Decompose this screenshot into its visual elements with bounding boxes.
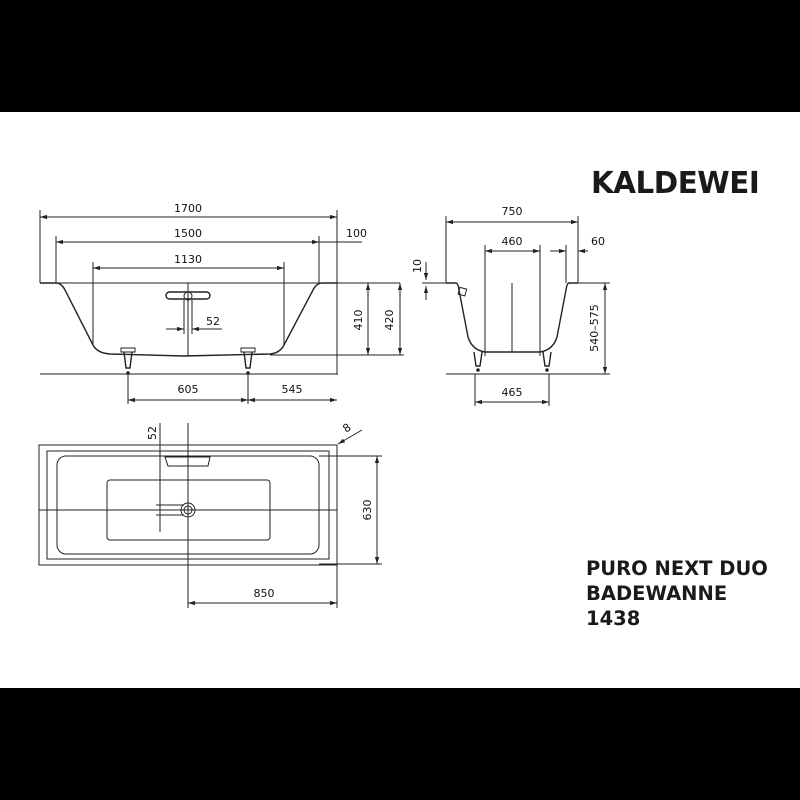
end-view: 750 460 60 10 540–575 465 [411, 205, 610, 406]
dim-inner-depth: 410 [352, 310, 365, 331]
dim-drain-offset: 52 [206, 315, 220, 328]
dim-end-rim-width: 60 [591, 235, 605, 248]
product-type: BADEWANNE [586, 582, 728, 605]
dim-rim-width: 100 [346, 227, 367, 240]
foot-right [240, 347, 256, 375]
brand-logo: KALDEWEI [591, 166, 760, 201]
dim-inner-width: 630 [361, 500, 374, 521]
dim-half-length: 850 [254, 587, 275, 600]
product-name: PURO NEXT DUO [586, 557, 768, 580]
dim-bottom-length: 1130 [174, 253, 202, 266]
dim-rim-thickness: 10 [411, 259, 424, 273]
dim-bottom-width: 460 [502, 235, 523, 248]
dim-top-drain-offset: 52 [146, 426, 159, 440]
dim-overall-length: 1700 [174, 202, 202, 215]
dim-foot-to-end: 545 [282, 383, 303, 396]
dim-inner-length: 1500 [174, 227, 202, 240]
dim-corner-label: 8 [340, 421, 353, 436]
top-letterbox-bar [0, 0, 800, 112]
dim-overall-width: 750 [502, 205, 523, 218]
dim-height-range: 540–575 [588, 304, 601, 352]
dim-total-depth: 420 [383, 310, 396, 331]
foot-left [120, 347, 136, 375]
bottom-letterbox-bar [0, 688, 800, 800]
dim-foot-spacing: 605 [178, 383, 199, 396]
dim-end-foot-spacing: 465 [502, 386, 523, 399]
top-view: 52 8 630 850 [38, 421, 382, 608]
product-title-block: PURO NEXT DUO BADEWANNE 1438 [586, 556, 768, 631]
side-view: 1700 1500 100 1130 52 [39, 202, 404, 404]
product-model-number: 1438 [586, 607, 641, 630]
